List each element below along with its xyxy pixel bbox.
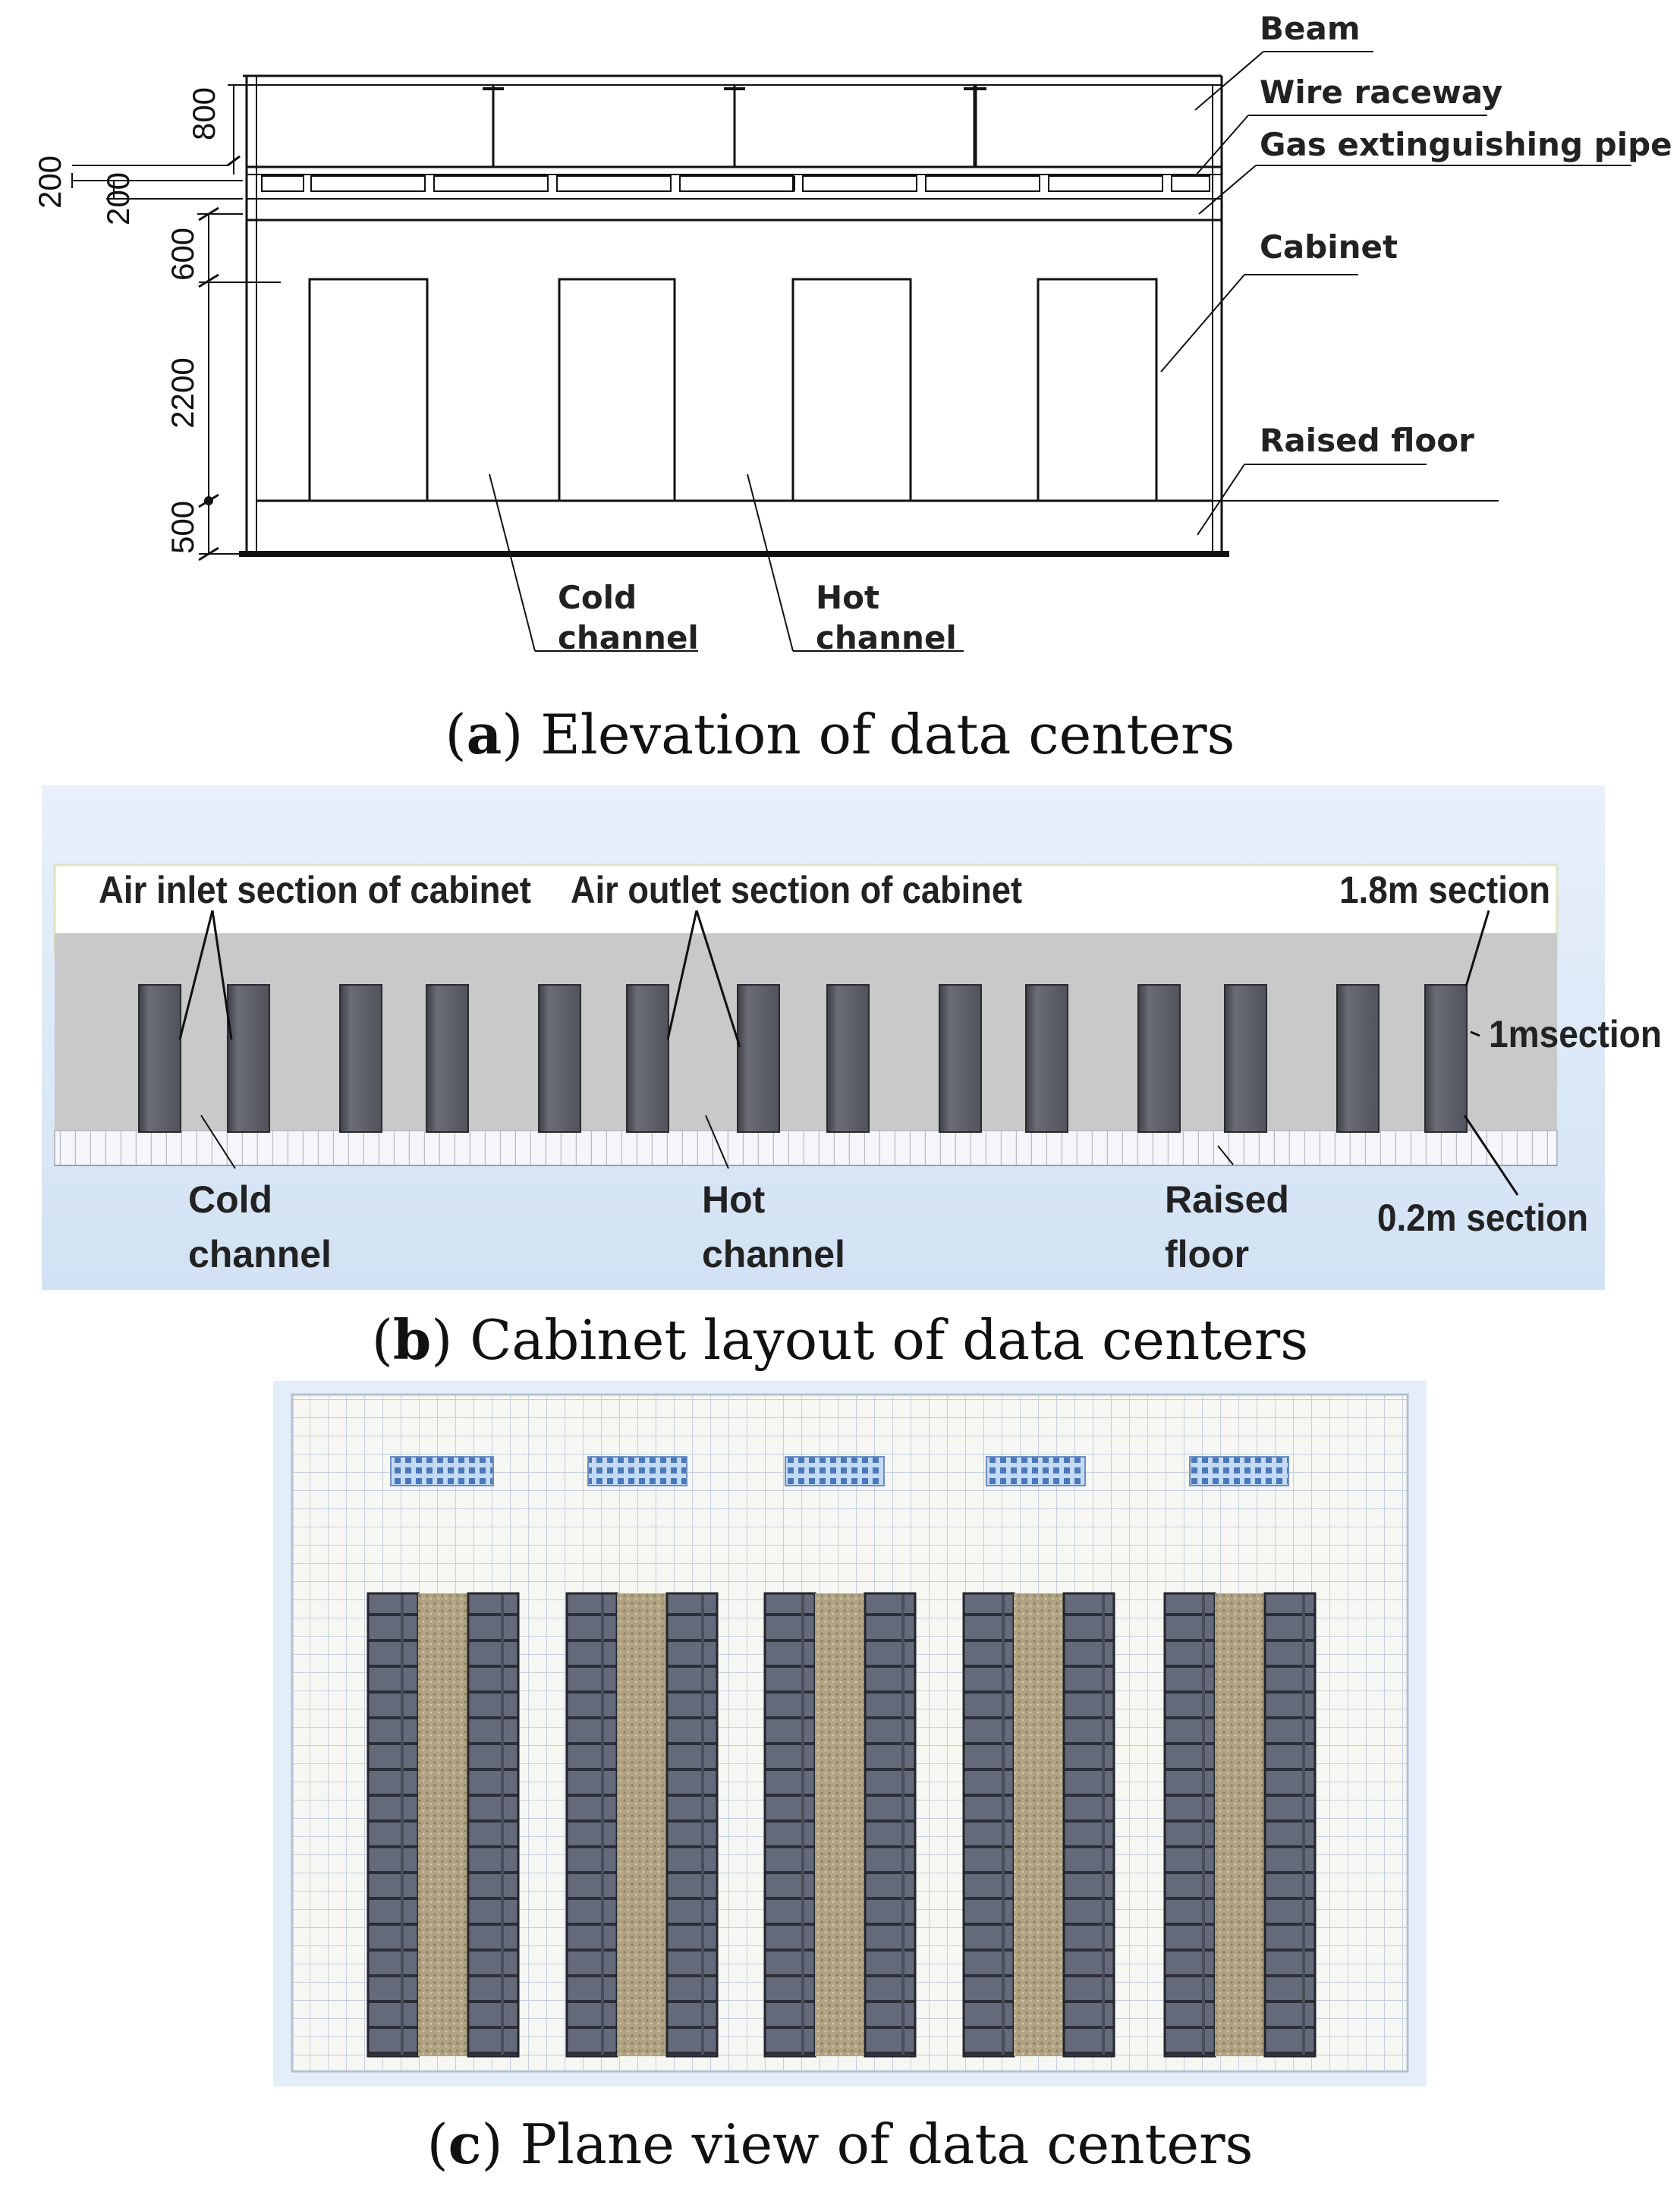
cabinet <box>227 984 270 1133</box>
cabinet-pod <box>565 1592 719 2058</box>
beams <box>483 85 986 167</box>
label-cold-channel-1: Cold <box>558 579 637 616</box>
cabinets <box>308 278 1158 502</box>
label-1-8m-section: 1.8m section <box>1339 869 1550 911</box>
caption-c-letter: c <box>448 2112 482 2176</box>
caption-a-letter: a <box>466 702 502 766</box>
label-beam: Beam <box>1260 10 1361 47</box>
label-raised-floor-1: Raised <box>1165 1178 1289 1221</box>
dim-600: 600 <box>165 228 200 281</box>
cabinet-pod <box>962 1592 1115 2058</box>
label-raised-floor: Raised floor <box>1260 422 1474 459</box>
label-raised-floor-2: floor <box>1165 1233 1249 1275</box>
cabinet <box>538 984 581 1133</box>
label-wire-raceway: Wire raceway <box>1260 74 1502 111</box>
cabinet <box>626 984 669 1133</box>
cabinet-pod <box>367 1592 520 2058</box>
cabinet-layout-model: Air inlet section of cabinet Air outlet … <box>42 785 1662 1290</box>
label-air-inlet: Air inlet section of cabinet <box>99 869 531 911</box>
cabinet <box>1336 984 1380 1133</box>
caption-a-text: Elevation of data centers <box>523 703 1235 766</box>
dim-500: 500 <box>165 501 200 554</box>
plan-view-model <box>273 1381 1427 2087</box>
caption-b: (b) Cabinet layout of data centers <box>371 1307 1309 1372</box>
label-hot-channel-1: Hot <box>702 1178 766 1221</box>
dim-200-outer: 200 <box>32 156 68 209</box>
cabinet <box>1137 984 1181 1133</box>
cabinet <box>791 278 912 502</box>
label-gas-pipe: Gas extinguishing pipe <box>1260 126 1672 163</box>
cabinet <box>426 984 469 1133</box>
label-cold-channel-1: Cold <box>188 1178 272 1221</box>
aisle-sign <box>1189 1456 1289 1486</box>
layout-labels: Air inlet section of cabinet Air outlet … <box>99 869 1662 1275</box>
cabinet <box>826 984 870 1133</box>
dimension-chain <box>71 84 281 561</box>
aisle-sign <box>986 1456 1086 1486</box>
label-hot-channel-1: Hot <box>816 579 879 616</box>
label-hot-channel-2: channel <box>816 619 957 656</box>
caption-a: (a) Elevation of data centers <box>445 702 1235 766</box>
cabinet <box>339 984 382 1133</box>
label-0-2m-section: 0.2m section <box>1377 1197 1588 1239</box>
sign-labels <box>390 1456 1289 1486</box>
cabinet-row <box>138 984 1468 1133</box>
aisle-sign <box>587 1456 687 1486</box>
dim-800: 800 <box>186 87 222 140</box>
cabinet <box>1224 984 1267 1133</box>
label-cabinet: Cabinet <box>1260 228 1398 266</box>
caption-c: (c) Plane view of data centers <box>426 2112 1254 2176</box>
cabinet <box>737 984 780 1133</box>
raised-floor-tiles <box>54 1130 1558 1166</box>
leader-lines <box>489 51 1631 652</box>
dim-2200: 2200 <box>165 357 200 428</box>
cabinet-rows <box>367 1592 1317 2058</box>
room-volume <box>55 933 1557 1131</box>
elevation-drawing: 800 200 200 600 2200 500 Beam Wire racew… <box>32 10 1672 656</box>
caption-b-text: Cabinet layout of data centers <box>452 1308 1309 1372</box>
cabinet <box>1025 984 1068 1133</box>
label-hot-channel-2: channel <box>702 1233 845 1275</box>
dim-200-inner: 200 <box>100 172 136 225</box>
cabinet-pod <box>763 1592 917 2058</box>
cabinet <box>939 984 982 1133</box>
label-cold-channel-2: channel <box>188 1233 332 1275</box>
cabinet <box>1424 984 1468 1133</box>
building-outline <box>239 74 1229 557</box>
cabinet <box>558 278 676 502</box>
dimension-labels: 800 200 200 600 2200 500 <box>32 87 222 554</box>
label-cold-channel-2: channel <box>558 619 699 656</box>
label-1m-section: 1msection <box>1489 1013 1662 1055</box>
cabinet <box>1037 278 1158 502</box>
cabinet <box>308 278 429 502</box>
label-air-outlet: Air outlet section of cabinet <box>571 869 1022 911</box>
cabinet-pod <box>1163 1592 1317 2058</box>
wire-raceway <box>247 165 1222 192</box>
layout-leader-lines <box>178 910 1519 1196</box>
elevation-labels: Beam Wire raceway Gas extinguishing pipe… <box>558 10 1672 656</box>
caption-c-text: Plane view of data centers <box>502 2112 1254 2176</box>
aisle-sign <box>785 1456 885 1486</box>
aisle-sign <box>390 1456 494 1486</box>
caption-b-letter: b <box>392 1307 432 1372</box>
gas-pipe <box>247 198 1222 222</box>
cabinet <box>138 984 181 1133</box>
